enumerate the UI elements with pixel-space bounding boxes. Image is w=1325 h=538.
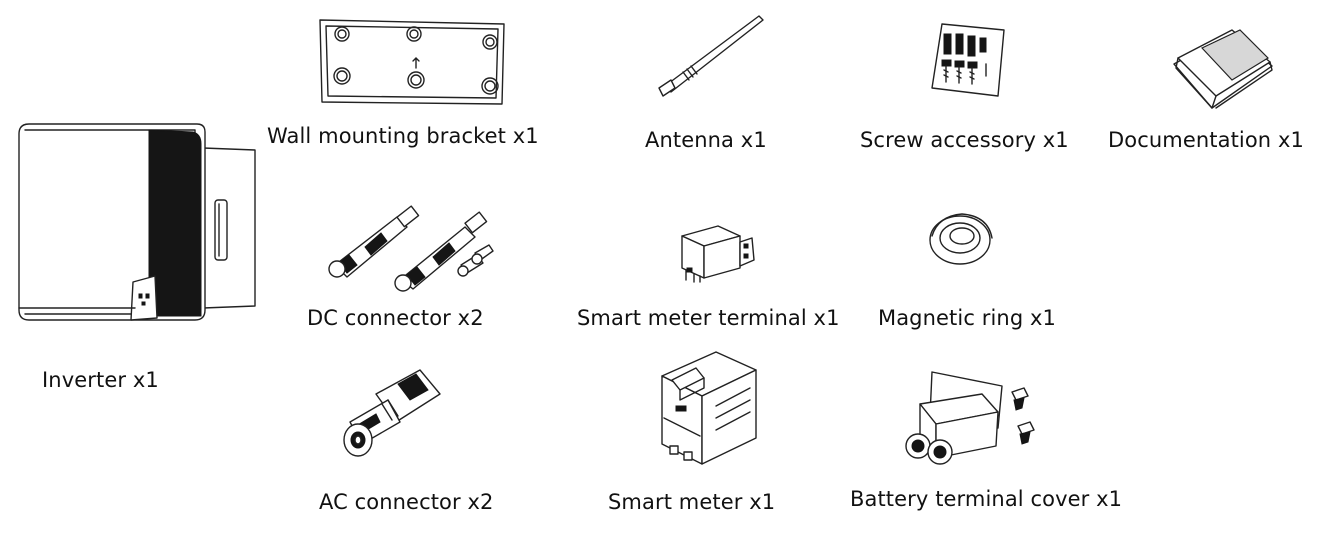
dc-connector-icon	[325, 205, 500, 293]
documentation-icon	[1172, 28, 1276, 114]
screw-accessory-icon	[928, 20, 1008, 98]
wall-bracket-label: Wall mounting bracket x1	[267, 124, 539, 148]
magnetic-ring-icon	[928, 210, 998, 268]
smart-meter-terminal-icon	[678, 222, 758, 284]
ac-connector-label: AC connector x2	[319, 490, 494, 514]
battery-terminal-cover-icon	[902, 368, 1042, 472]
smart-meter-terminal-label: Smart meter terminal x1	[577, 306, 840, 330]
screw-accessory-label: Screw accessory x1	[860, 128, 1069, 152]
battery-terminal-cover-label: Battery terminal cover x1	[850, 487, 1123, 511]
magnetic-ring-label: Magnetic ring x1	[878, 306, 1057, 330]
ac-connector-icon	[336, 364, 448, 460]
antenna-icon	[655, 12, 775, 102]
documentation-label: Documentation x1	[1108, 128, 1304, 152]
inverter-icon	[15, 120, 275, 330]
inverter-label: Inverter x1	[42, 368, 159, 392]
dc-connector-label: DC connector x2	[307, 306, 484, 330]
wall-bracket-icon	[318, 18, 508, 110]
antenna-label: Antenna x1	[645, 128, 767, 152]
smart-meter-icon	[656, 348, 762, 472]
smart-meter-label: Smart meter x1	[608, 490, 776, 514]
